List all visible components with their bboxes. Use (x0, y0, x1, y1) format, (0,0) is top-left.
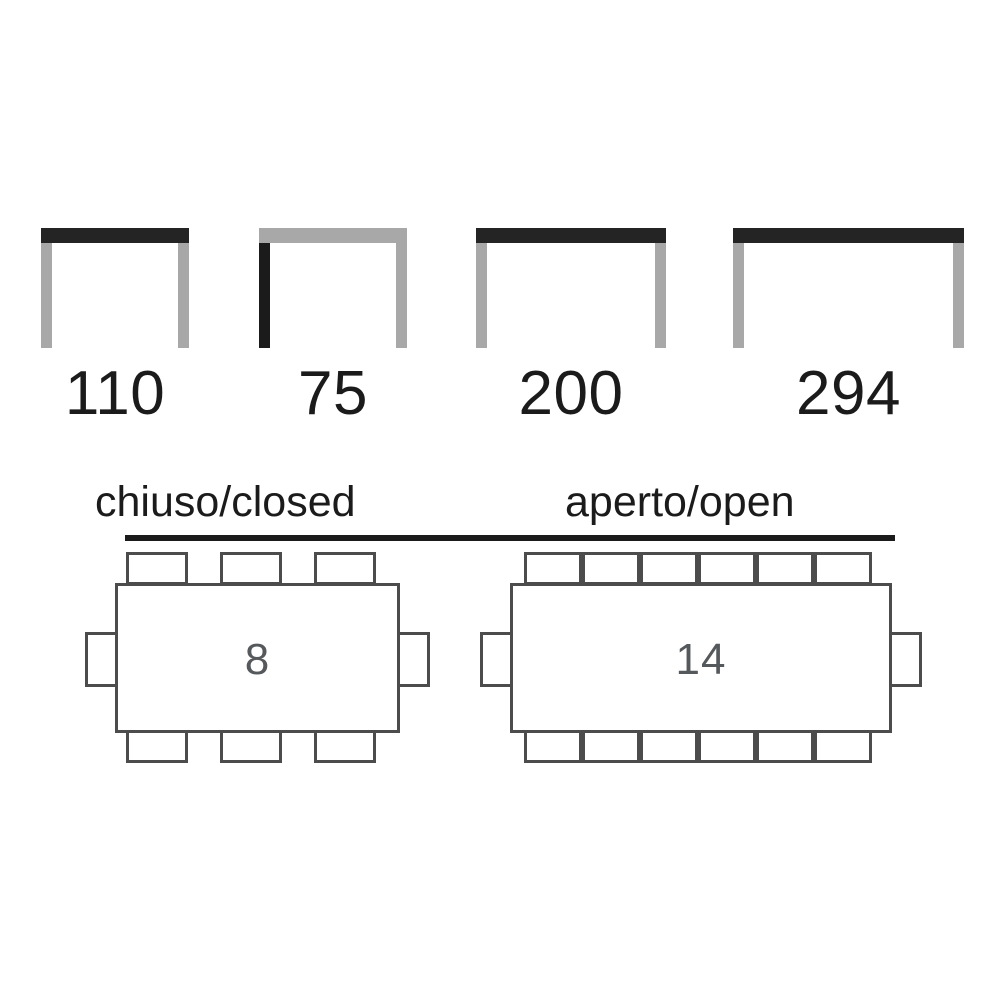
table-leg-left-icon (476, 243, 487, 348)
seat-count-open: 14 (675, 635, 727, 684)
chair-top-3 (640, 552, 698, 585)
table-surface-open: 14 (510, 583, 892, 733)
chair-bottom-5 (756, 730, 814, 763)
chair-top-1 (126, 552, 188, 585)
chair-left-1 (85, 632, 118, 687)
table-top-icon (476, 228, 666, 243)
table-leg-left-icon (259, 243, 270, 348)
chair-top-4 (698, 552, 756, 585)
table-leg-left-icon (41, 243, 52, 348)
table-leg-right-icon (655, 243, 666, 348)
table-leg-left-icon (733, 243, 744, 348)
chair-top-3 (314, 552, 376, 585)
chair-top-1 (524, 552, 582, 585)
table-top-icon (41, 228, 189, 243)
chair-bottom-2 (582, 730, 640, 763)
dimension-icon-height (259, 228, 407, 348)
dimension-label-294: 294 (796, 359, 901, 428)
table-top-icon (259, 228, 407, 243)
seat-count-closed: 8 (244, 635, 271, 684)
table-leg-right-icon (396, 243, 407, 348)
dimension-label-200: 200 (518, 359, 624, 428)
table-top-icon (733, 228, 964, 243)
table-surface-closed: 8 (115, 583, 400, 733)
chair-bottom-1 (524, 730, 582, 763)
chair-bottom-4 (698, 730, 756, 763)
chair-bottom-3 (640, 730, 698, 763)
chair-top-2 (582, 552, 640, 585)
dimension-label-75: 75 (298, 359, 368, 428)
table-leg-right-icon (178, 243, 189, 348)
chair-left-1 (480, 632, 513, 687)
section-divider-rule (125, 535, 895, 541)
section-caption-open: aperto/open (565, 478, 795, 526)
chair-top-5 (756, 552, 814, 585)
chair-right-1 (889, 632, 922, 687)
seating-plan-closed: 8 (85, 550, 430, 765)
dimension-icon-width-open (733, 228, 964, 348)
chair-top-6 (814, 552, 872, 585)
chair-top-2 (220, 552, 282, 585)
dimension-icon-depth-closed (41, 228, 189, 348)
seating-plan-open: 14 (480, 550, 928, 765)
chair-bottom-3 (314, 730, 376, 763)
dimension-icon-width-closed (476, 228, 666, 348)
chair-bottom-6 (814, 730, 872, 763)
table-leg-right-icon (953, 243, 964, 348)
dimension-label-110: 110 (64, 359, 166, 428)
chair-bottom-2 (220, 730, 282, 763)
chair-right-1 (397, 632, 430, 687)
section-caption-closed: chiuso/closed (95, 478, 356, 526)
chair-bottom-1 (126, 730, 188, 763)
